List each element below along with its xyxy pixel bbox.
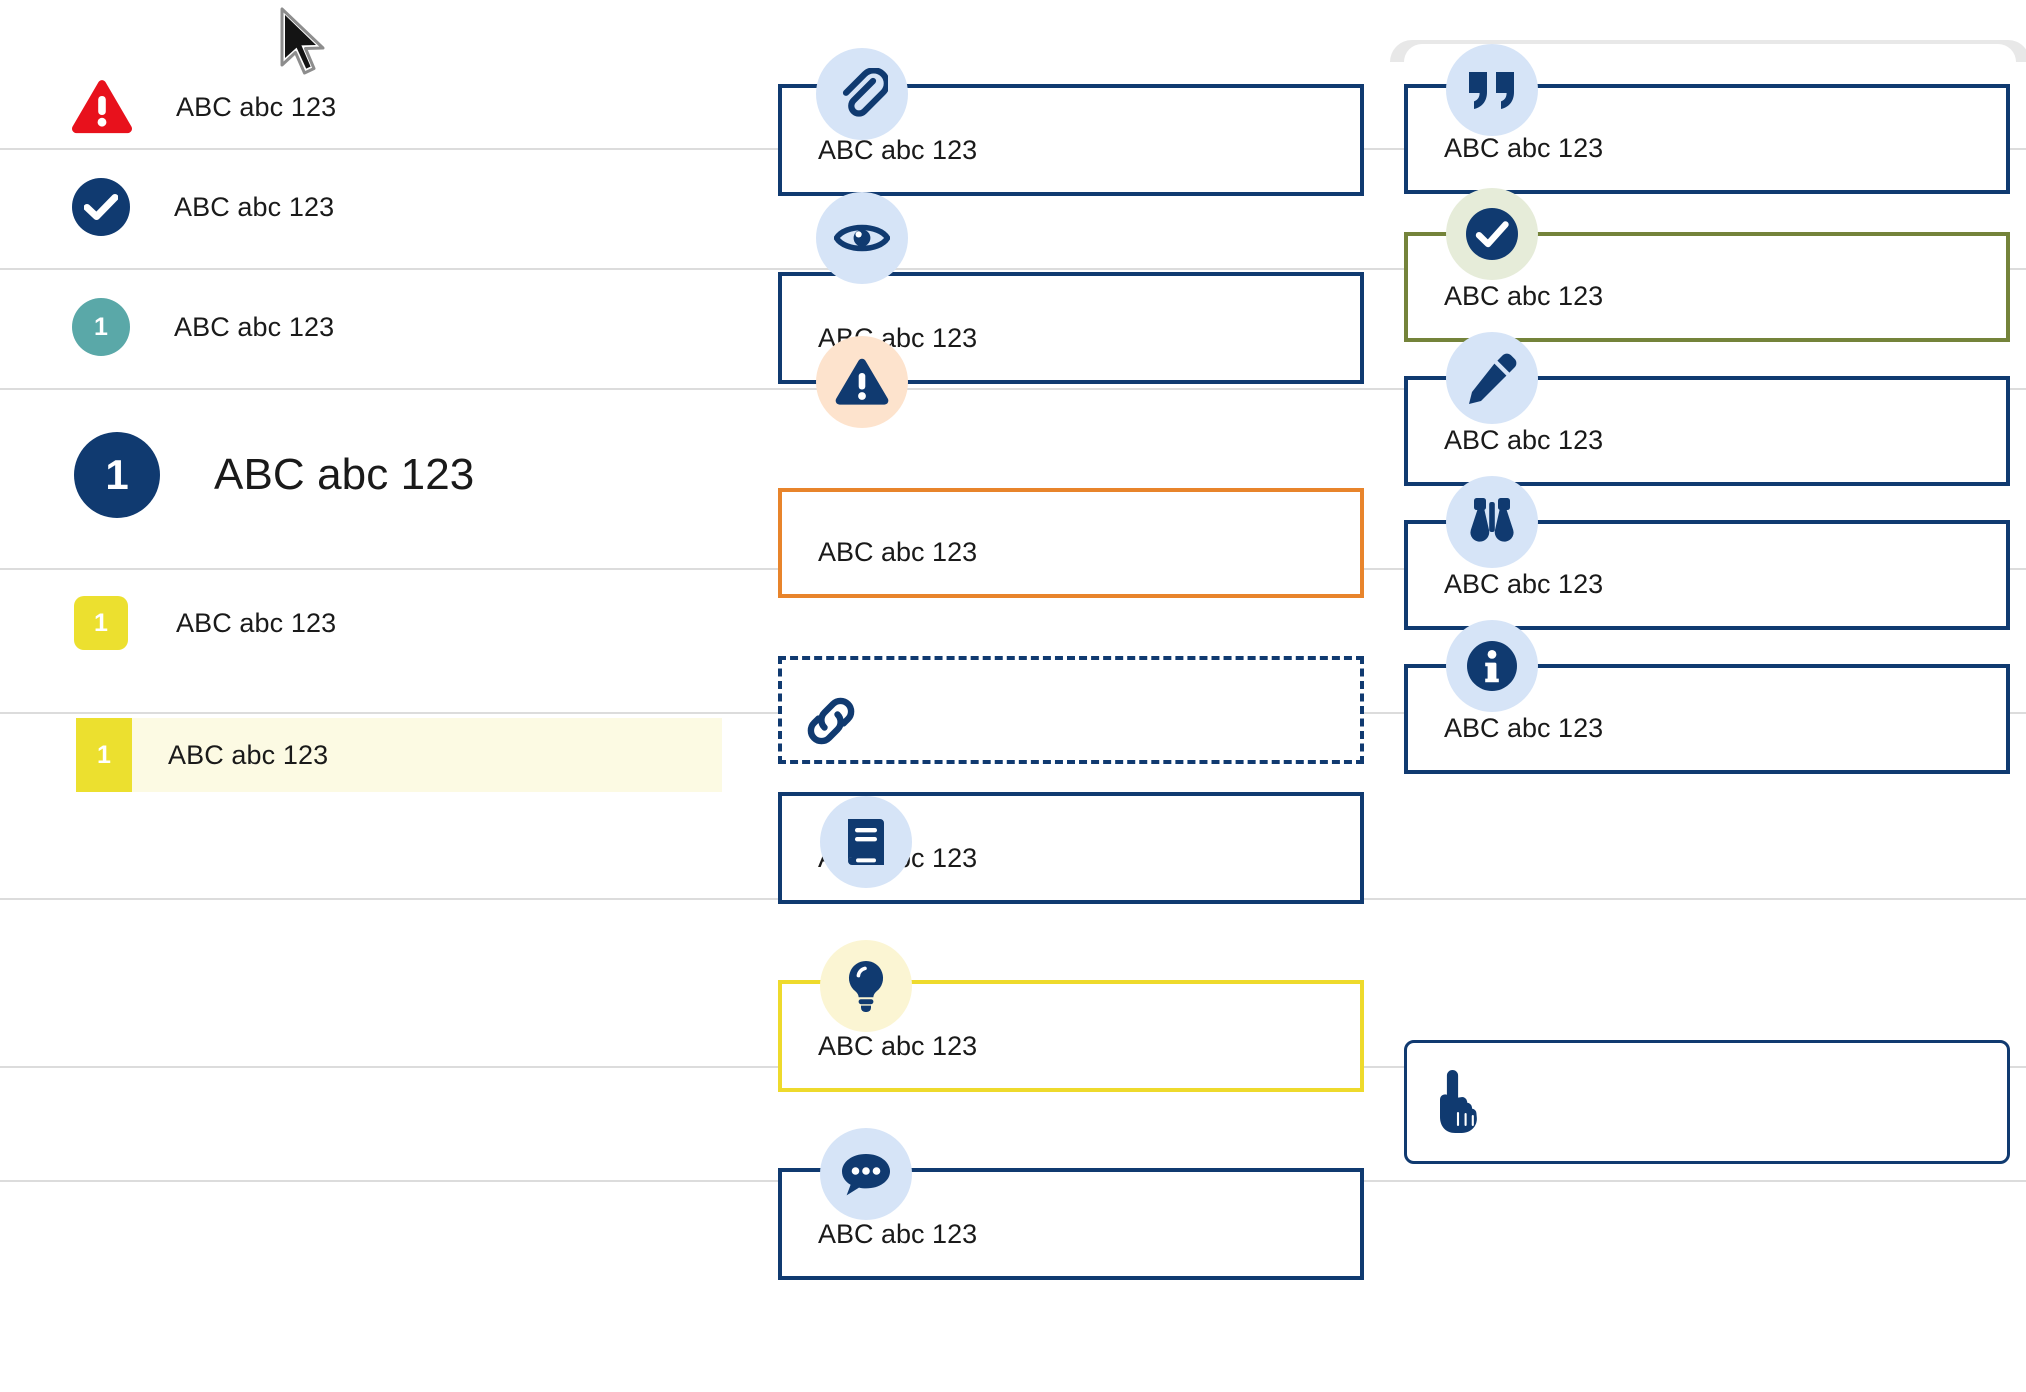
eye-icon bbox=[816, 192, 908, 284]
list-item-label: ABC abc 123 bbox=[214, 450, 475, 499]
callout-link[interactable] bbox=[778, 656, 1364, 764]
callout-label: ABC abc 123 bbox=[1444, 713, 1604, 743]
paperclip-icon bbox=[816, 48, 908, 140]
callout-label: ABC abc 123 bbox=[1444, 569, 1604, 599]
callout-label: ABC abc 123 bbox=[818, 1219, 978, 1249]
list-item-label: ABC abc 123 bbox=[174, 191, 335, 222]
pencil-icon bbox=[1446, 332, 1538, 424]
chat-bubble-icon bbox=[820, 1128, 912, 1220]
list-item-teal-step[interactable]: 1 ABC abc 123 bbox=[72, 298, 334, 356]
list-item-label: ABC abc 123 bbox=[176, 607, 337, 638]
info-circle-icon bbox=[1446, 620, 1538, 712]
check-circle-icon bbox=[72, 178, 130, 236]
badge-number: 1 bbox=[94, 608, 108, 637]
number-badge-icon: 1 bbox=[72, 298, 130, 356]
list-item-success[interactable]: ABC abc 123 bbox=[72, 178, 334, 236]
quotation-mark-icon bbox=[1446, 44, 1538, 136]
list-item-label: ABC abc 123 bbox=[176, 91, 337, 122]
warning-triangle-icon bbox=[816, 336, 908, 428]
callout-label: ABC abc 123 bbox=[818, 135, 978, 165]
active-step-bar: 1 bbox=[76, 718, 132, 792]
list-item-error[interactable]: ABC abc 123 bbox=[70, 78, 336, 136]
callout-label: ABC abc 123 bbox=[1444, 133, 1604, 163]
callout-label: ABC abc 123 bbox=[818, 1031, 978, 1061]
warning-triangle-icon bbox=[70, 78, 134, 136]
list-item-yellow-step[interactable]: 1 ABC abc 123 bbox=[74, 596, 336, 650]
list-item-label: ABC abc 123 bbox=[174, 311, 335, 342]
list-item-label: ABC abc 123 bbox=[168, 739, 329, 770]
callout-label: ABC abc 123 bbox=[818, 537, 978, 567]
list-item-big-step[interactable]: 1 ABC abc 123 bbox=[74, 432, 474, 518]
number-badge-icon: 1 bbox=[74, 432, 160, 518]
list-item-active-step[interactable]: 1 ABC abc 123 bbox=[76, 718, 722, 792]
callout-attachment[interactable]: ABC abc 123 bbox=[778, 84, 1364, 196]
callout-action[interactable] bbox=[1404, 1040, 2010, 1164]
binoculars-icon bbox=[1446, 476, 1538, 568]
divider-2 bbox=[0, 268, 2026, 270]
check-circle-icon bbox=[1446, 188, 1538, 280]
divider-3 bbox=[0, 388, 2026, 390]
number-badge-icon: 1 bbox=[74, 596, 128, 650]
callout-label: ABC abc 123 bbox=[1444, 425, 1604, 455]
callout-warning[interactable]: ABC abc 123 bbox=[778, 488, 1364, 598]
badge-number: 1 bbox=[94, 312, 108, 341]
badge-number: 1 bbox=[97, 740, 111, 769]
lightbulb-icon bbox=[820, 940, 912, 1032]
callout-label: ABC abc 123 bbox=[1444, 281, 1604, 311]
left-list: ABC abc 123 ABC abc 123 1 ABC abc 123 1 … bbox=[0, 0, 760, 1392]
pointing-hand-icon bbox=[1430, 1068, 1488, 1134]
chain-link-icon bbox=[802, 692, 860, 750]
book-icon bbox=[820, 796, 912, 888]
badge-number: 1 bbox=[105, 451, 129, 498]
